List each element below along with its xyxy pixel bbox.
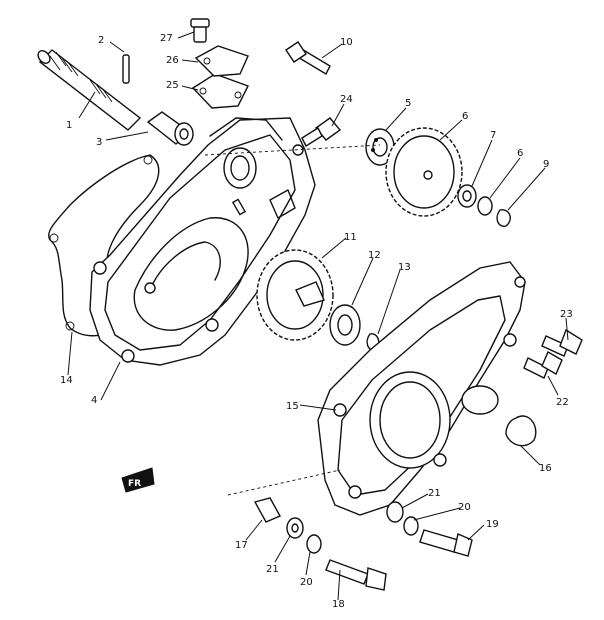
callout-17: 17	[235, 540, 248, 551]
callout-18: 18	[332, 599, 345, 610]
front-marker-label: FR	[128, 479, 141, 489]
callout-20-upper: 20	[458, 502, 471, 513]
dowel-part-17	[253, 497, 281, 523]
worm-shaft-part-1	[37, 49, 142, 131]
callout-25: 25	[166, 80, 179, 91]
left-case-part-4	[89, 117, 316, 366]
callout-13: 13	[398, 262, 411, 273]
callout-9: 9	[543, 159, 549, 170]
pin-part-2	[122, 54, 130, 84]
callout-15: 15	[286, 401, 299, 412]
callout-12: 12	[368, 250, 381, 261]
callout-14: 14	[60, 375, 73, 386]
callout-1: 1	[66, 120, 72, 131]
callout-3: 3	[96, 137, 102, 148]
bearing-part-12	[329, 304, 361, 346]
callout-21-upper: 21	[428, 488, 441, 499]
cover-plate-parts-25-27	[190, 18, 249, 109]
gear-part-6	[385, 127, 463, 217]
right-cover-part-15	[317, 261, 526, 516]
bolt-part-24	[301, 117, 342, 148]
callout-19: 19	[486, 519, 499, 530]
gasket-part-14	[48, 154, 160, 337]
center-lines	[204, 144, 381, 496]
callout-24: 24	[340, 94, 353, 105]
front-direction-marker: FR	[121, 467, 155, 493]
collar-part-3	[146, 111, 194, 146]
bolts-parts-22-23	[523, 328, 583, 379]
callout-2: 2	[98, 35, 104, 46]
callout-6-gear: 6	[462, 111, 468, 122]
callout-6-ring: 6	[517, 148, 523, 159]
fasteners-parts-18-21	[286, 501, 473, 591]
callout-20-lower: 20	[300, 577, 313, 588]
washers-parts-7-9	[457, 184, 511, 227]
callout-21-lower: 21	[266, 564, 279, 575]
gear-part-11	[256, 249, 334, 341]
callout-23: 23	[560, 309, 573, 320]
callout-5: 5	[405, 98, 411, 109]
callout-labels: 2 1 3 4 5 6 6 7 9 10 11 12 13 14 15 16 1…	[60, 33, 573, 610]
snap-ring-part-16	[505, 415, 537, 447]
callout-7: 7	[490, 130, 496, 141]
callout-16: 16	[539, 463, 552, 474]
callout-4: 4	[91, 395, 97, 406]
callout-11: 11	[344, 232, 357, 243]
callout-22: 22	[556, 397, 569, 408]
callout-27: 27	[160, 33, 173, 44]
callout-10: 10	[340, 37, 353, 48]
leader-lines	[67, 31, 569, 601]
callout-26: 26	[166, 55, 179, 66]
bolt-part-10	[285, 41, 331, 75]
